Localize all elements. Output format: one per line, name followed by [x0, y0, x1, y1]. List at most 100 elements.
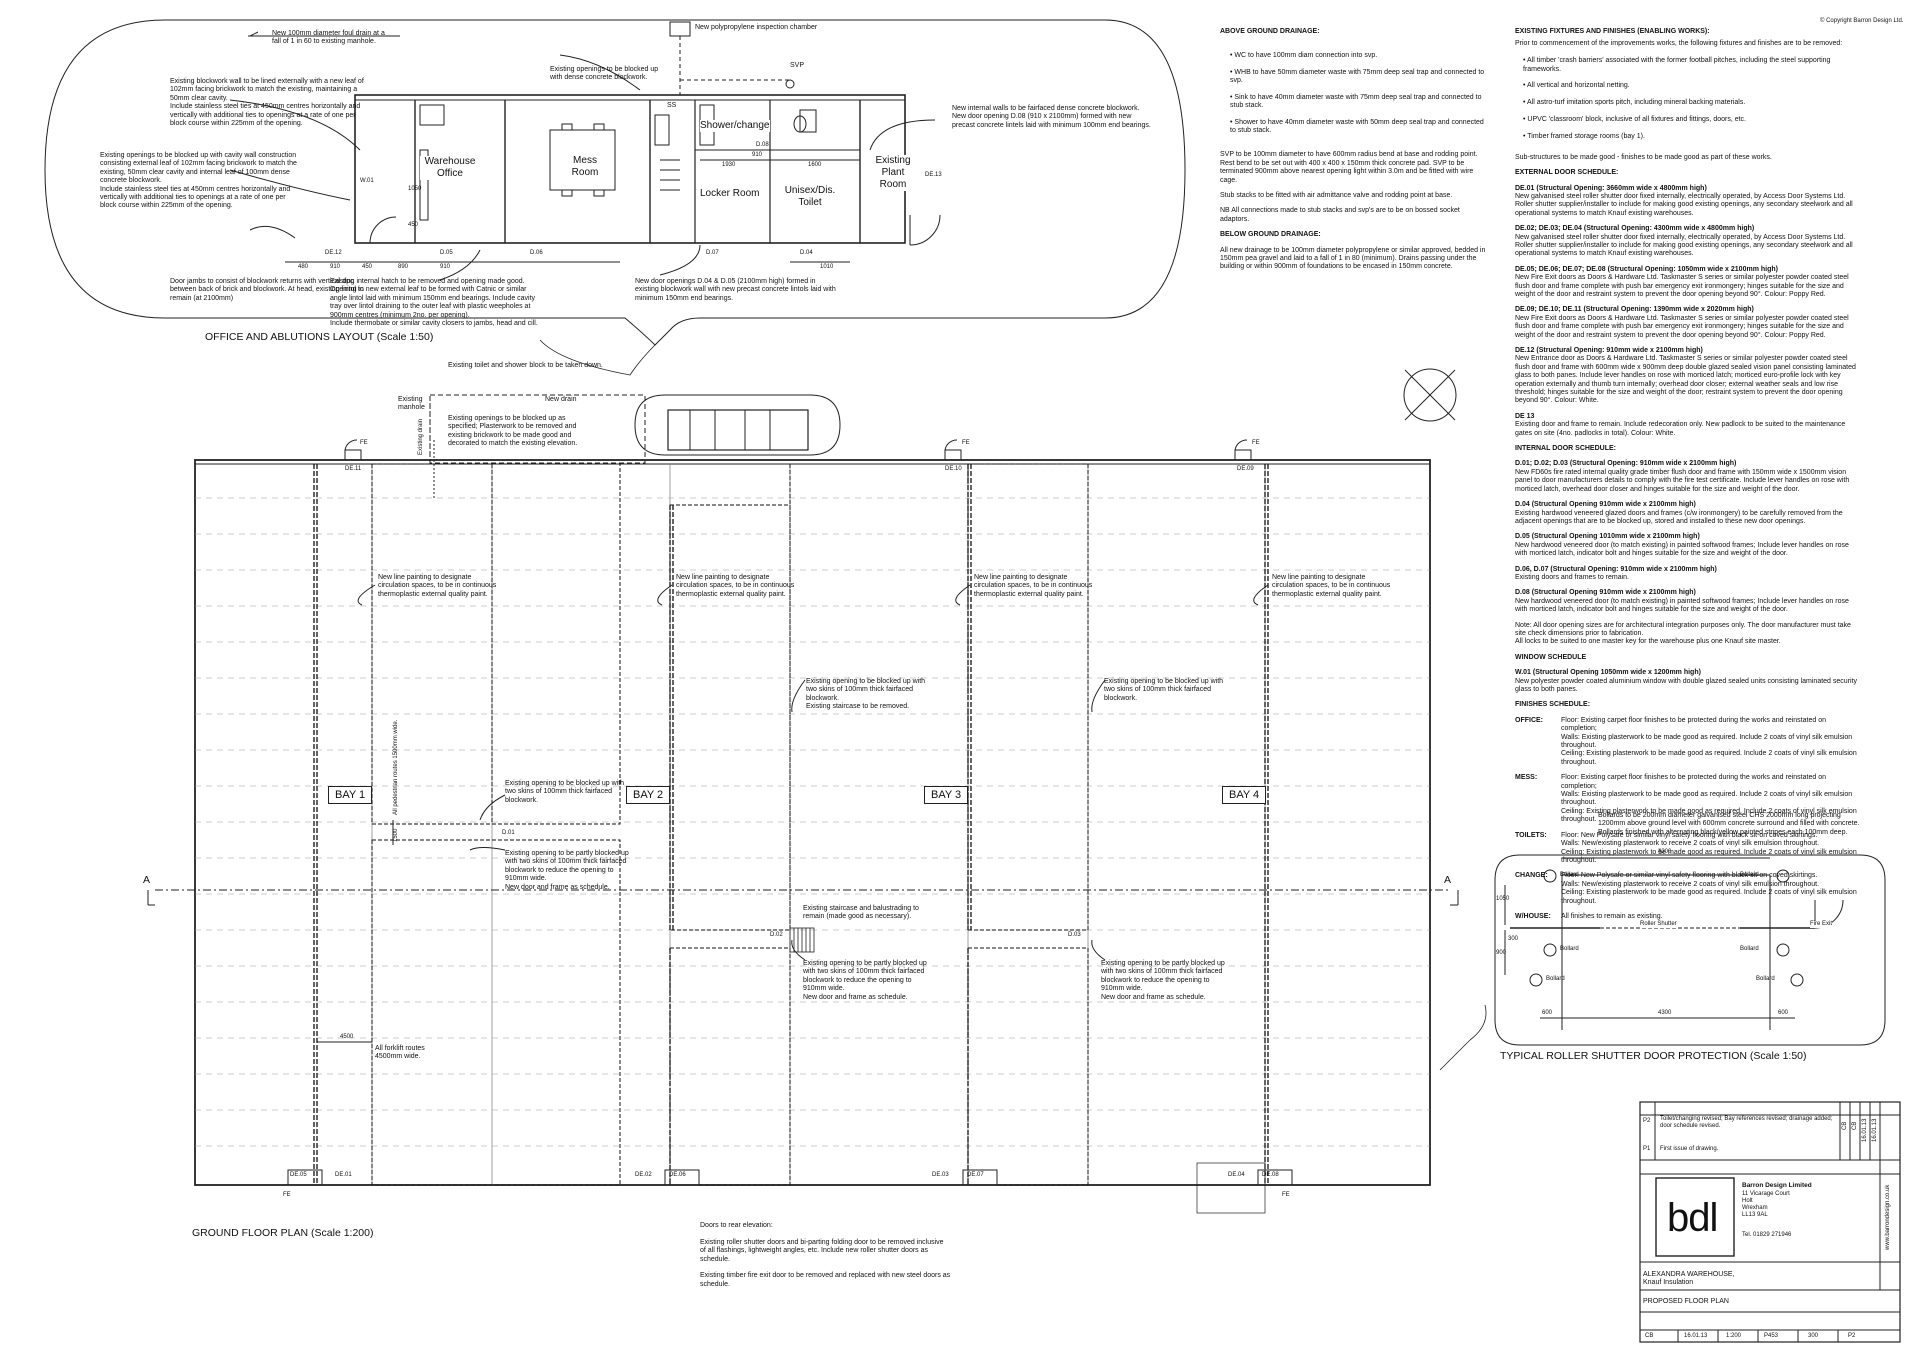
dim-910a: 910 [330, 264, 341, 270]
inner-door-d02: D.02 [770, 932, 783, 938]
rev-col-4: 16.01.13 [1872, 1118, 1878, 1142]
bottom-door-de07: DE.07 [967, 1172, 984, 1178]
internal-hatch-note: Existing internal hatch to be removed an… [330, 278, 538, 328]
existing-drain-label: Existing drain [418, 418, 424, 455]
int-item: D.06, D.07 (Structural Opening: 910mm wi… [1515, 565, 1717, 581]
above-drainage-list: • WC to have 100mm diam connection into … [1220, 43, 1490, 151]
dim-4300-top: 4300 [1658, 849, 1672, 855]
ground-plan-title: GROUND FLOOR PLAN (Scale 1:200) [192, 1227, 374, 1239]
bollard-note: Bollards to be 200mm diameter galvanised… [1598, 812, 1860, 836]
room-warehouse-office: Warehouse Office [420, 156, 480, 180]
int-item: D.08 (Structural Opening 910mm wide x 21… [1515, 589, 1849, 614]
bay-1-label: BAY 1 [328, 786, 373, 804]
existing-after: Sub-structures to be made good - finishe… [1515, 153, 1772, 161]
bottom-door-de05: DE.05 [290, 1172, 307, 1178]
roller-bubble [1494, 854, 1886, 1046]
bay-4-label: BAY 4 [1222, 786, 1267, 804]
fire-exit-label: Fire Exit [1810, 921, 1833, 928]
window-text: New polyester powder coated aluminium wi… [1515, 677, 1858, 693]
company-name: Barron Design Limited [1742, 1182, 1812, 1189]
blocked-fair-note-3: Existing opening to be blocked up with t… [1104, 678, 1224, 702]
manhole-note: Existing manhole [398, 396, 425, 412]
warehouse-outline [194, 459, 1431, 1186]
internal-door-heading: INTERNAL DOOR SCHEDULE: [1515, 445, 1616, 453]
dim-1050-roller: 1050 [1496, 896, 1510, 902]
bottom-door-de06: DE.06 [669, 1172, 686, 1178]
dim-910b: 910 [440, 264, 451, 270]
roller-shutter-label: Roller Shutter [1640, 921, 1677, 928]
new-openings-note: New door openings D.04 & D.05 (2100mm hi… [635, 278, 836, 302]
blocked-stair-note-1: Existing opening to be blocked up with t… [806, 678, 926, 711]
drawing-name: PROPOSED FLOOR PLAN [1643, 1298, 1729, 1305]
stub-stack-paragraph: Stub stacks to be fitted with air admitt… [1220, 191, 1453, 199]
dim-1010: 1010 [820, 264, 834, 270]
openings-cavity-note: Existing openings to be blocked up with … [100, 152, 297, 210]
toilet-bubble [634, 394, 841, 456]
int-item: D.04 (Structural Opening 910mm wide x 21… [1515, 501, 1843, 525]
bay-3-label: BAY 3 [924, 786, 969, 804]
fe-top-1: FE [360, 440, 368, 446]
rev-p1: P1 [1643, 1146, 1651, 1152]
fe-bottom-2: FE [1282, 1192, 1290, 1198]
svp-label: SVP [790, 62, 805, 69]
dim-890: 890 [398, 264, 409, 270]
existing-heading: EXISTING FIXTURES AND FINISHES (ENABLING… [1515, 28, 1710, 35]
toilet-block-note: Existing toilet and shower block to be t… [448, 362, 603, 369]
ext-item: DE.02; DE.03; DE.04 (Structural Opening:… [1515, 225, 1853, 258]
dim-600-left: 600 [1542, 1010, 1553, 1016]
existing-item: • All timber 'crash barriers' associated… [1523, 57, 1831, 73]
company-website: www.barrondesign.co.uk [1885, 1184, 1891, 1250]
partly-blocked-note-1: Existing opening to be partly blocked up… [505, 850, 629, 891]
forklift-routes-note: All forklift routes 4500mm wide. [375, 1045, 425, 1061]
fe-top-2: FE [962, 440, 970, 446]
finish-warehouse: W/HOUSE:All finishes to remain as existi… [1515, 912, 1663, 920]
rev-p2-desc: Toilet/changing revised; Bay references … [1660, 1116, 1833, 1129]
foul-drain-note: New 100mm diameter foul drain at a fall … [272, 30, 385, 46]
label-d06: D.06 [530, 250, 543, 256]
above-item: • WHB to have 50mm diameter waste with 7… [1230, 68, 1485, 85]
rev-col-2: CB [1852, 1121, 1858, 1130]
line-paint-note-3: New line painting to designate circulati… [974, 574, 1093, 598]
label-d04: D.04 [800, 250, 813, 256]
room-toilet: Unisex/Dis. Toilet [775, 185, 845, 209]
pedestrian-routes-note: All pedestrian routes 1500mm wide. [393, 719, 399, 815]
existing-item: • UPVC 'classroom' block, inclusive of a… [1523, 116, 1746, 124]
rev-p2: P2 [1643, 1118, 1651, 1124]
new-drain-label: New drain [545, 396, 577, 403]
line-paint-note-2: New line painting to designate circulati… [676, 574, 795, 598]
blocked-fair-note-1: Existing opening to be blocked up with t… [505, 780, 625, 804]
inspection-chamber-note: New polypropylene inspection chamber [695, 24, 818, 31]
footer-revision: P2 [1848, 1333, 1856, 1339]
copyright: © Copyright Barron Design Ltd. [1820, 18, 1904, 24]
dim-480: 480 [298, 264, 309, 270]
below-drainage-heading: BELOW GROUND DRAINAGE: [1220, 231, 1321, 239]
bdl-logo: bdl [1667, 1196, 1718, 1240]
dim-4500: 4500 [340, 1034, 354, 1040]
bossed-paragraph: NB All connections made to stub stacks a… [1220, 207, 1460, 223]
section-a-right: A [1444, 874, 1452, 886]
above-item: • WC to have 100mm diam connection into … [1230, 51, 1378, 59]
bollard-label-5: Bollard [1546, 976, 1565, 982]
internal-door-note: Note: All door opening sizes are for arc… [1515, 621, 1851, 646]
svp-paragraph: SVP to be 100mm diameter to have 600mm r… [1220, 151, 1478, 184]
existing-intro: Prior to commencement of the improvement… [1515, 40, 1843, 48]
room-plant: Existing Plant Room [872, 155, 914, 191]
label-d07: D.07 [706, 250, 719, 256]
project-name: ALEXANDRA WAREHOUSE, Knauf Insulation [1643, 1271, 1735, 1287]
dim-4300-bottom: 4300 [1658, 1010, 1672, 1016]
company-tel: Tel. 01829 271946 [1742, 1232, 1792, 1238]
drainage-notes: ABOVE GROUND DRAINAGE: • WC to have 100m… [1220, 28, 1490, 272]
rev-col-3: 16.01.13 [1862, 1118, 1868, 1142]
external-door-heading: EXTERNAL DOOR SCHEDULE: [1515, 169, 1619, 177]
top-door-de11: DE.11 [345, 466, 362, 472]
section-a-left: A [143, 874, 151, 886]
existing-item: • Timber framed storage rooms (bay 1). [1523, 132, 1645, 140]
finish-mess: MESS:Floor: Existing carpet floor finish… [1515, 774, 1857, 824]
int-item: D.05 (Structural Opening 1010mm wide x 2… [1515, 533, 1849, 558]
top-door-de10: DE.10 [945, 466, 962, 472]
schedules: EXISTING FIXTURES AND FINISHES (ENABLING… [1515, 28, 1860, 921]
title-block [1639, 1101, 1901, 1343]
bollard-label-6: Bollard [1756, 976, 1775, 982]
inner-door-d03: D.03 [1068, 932, 1081, 938]
footer-date: 16.01.13 [1684, 1333, 1708, 1339]
